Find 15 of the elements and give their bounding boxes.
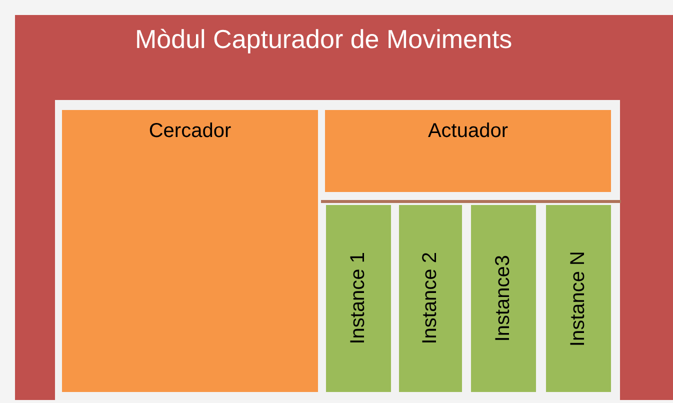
instance-box bbox=[326, 205, 391, 392]
instance-box bbox=[546, 205, 611, 392]
instance-label: Instance N bbox=[567, 250, 590, 346]
instance-box bbox=[399, 205, 462, 392]
panel-box bbox=[55, 100, 620, 400]
component-box bbox=[325, 110, 611, 192]
module-box bbox=[15, 15, 673, 400]
module-title: Mòdul Capturador de Moviments bbox=[135, 25, 512, 55]
instance-label: Instance 2 bbox=[419, 252, 442, 345]
component-label: Cercador bbox=[148, 120, 232, 143]
instance-label: Instance 1 bbox=[347, 252, 370, 345]
instance-box bbox=[471, 205, 536, 392]
instance-label: Instance3 bbox=[492, 255, 515, 342]
component-label: Actuador bbox=[428, 120, 508, 143]
component-box bbox=[62, 110, 318, 392]
